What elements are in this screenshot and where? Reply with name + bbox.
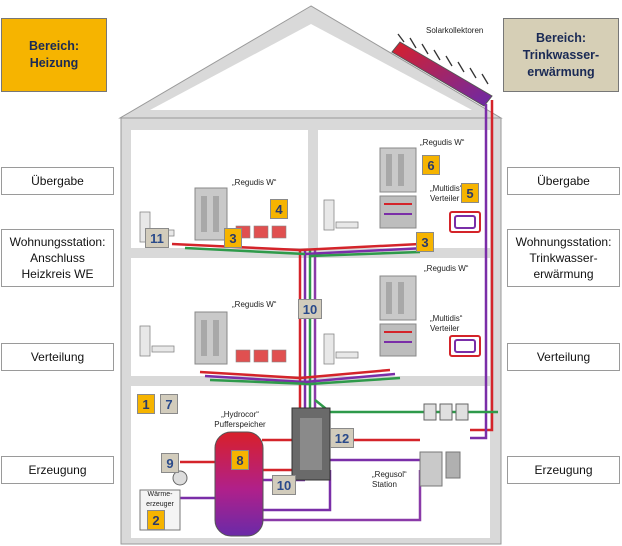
badge-5: 5 — [461, 183, 479, 203]
heat-generator-pump — [172, 470, 188, 486]
sun-rays — [397, 33, 489, 85]
badge-9: 9 — [161, 453, 179, 473]
radiators-mid — [235, 349, 287, 363]
floor-heating-coil-top — [449, 211, 481, 233]
badge-12: 12 — [330, 428, 354, 448]
multidis-manifold-mid — [379, 323, 417, 357]
hydraulic-module — [291, 407, 331, 481]
badge-6: 6 — [422, 155, 440, 175]
solar-pipe-flow — [470, 100, 494, 432]
badge-10-basement: 10 — [272, 475, 296, 495]
caption-solarkollektoren: Solarkollektoren — [426, 26, 484, 35]
caption-waermeerzeuger: Wärme- erzeuger — [146, 491, 174, 508]
regudis-station-mid-right — [379, 275, 417, 321]
caption-regudis-top-right: „Regudis W“ — [420, 138, 465, 147]
caption-hydrocor: „Hydrocor“ Pufferspeicher — [214, 410, 266, 429]
caption-multidis-mid: „Multidis“ Verteiler — [430, 314, 463, 333]
regudis-station-top-left — [194, 187, 228, 241]
caption-multidis-top: „Multidis“ Verteiler — [430, 184, 463, 203]
bereich-trinkwasser-box: Bereich: Trinkwasser- erwärmung — [503, 18, 619, 92]
water-filter — [423, 403, 469, 421]
badge-2: 2 — [147, 510, 165, 530]
badge-3-top-left: 3 — [224, 228, 242, 248]
regudis-station-top-right — [379, 147, 417, 193]
sinks — [139, 199, 359, 365]
label-verteilung-right: Verteilung — [507, 343, 620, 371]
floor-heating-coil-mid — [449, 335, 481, 357]
label-erzeugung-left: Erzeugung — [1, 456, 114, 484]
badge-4: 4 — [270, 199, 288, 219]
caption-regudis-mid-left: „Regudis W“ — [232, 300, 277, 309]
badge-8: 8 — [231, 450, 249, 470]
label-uebergabe-left: Übergabe — [1, 167, 114, 195]
label-verteilung-left: Verteilung — [1, 343, 114, 371]
regusol-station — [419, 451, 461, 487]
caption-regudis-top-left: „Regudis W“ — [232, 178, 277, 187]
roof-inner — [150, 24, 472, 110]
badge-7: 7 — [160, 394, 178, 414]
regudis-station-mid-left — [194, 311, 228, 365]
bereich-heizung-box: Bereich: Heizung — [1, 18, 107, 92]
solar-collector — [391, 41, 493, 107]
badge-10-riser: 10 — [298, 299, 322, 319]
label-wohnungsstation-trinkwasser: Wohnungsstation: Trinkwasser- erwärmung — [507, 229, 620, 287]
label-erzeugung-right: Erzeugung — [507, 456, 620, 484]
pipes-top-floor — [171, 242, 426, 258]
label-wohnungsstation-heizkreis: Wohnungsstation: Anschluss Heizkreis WE — [1, 229, 114, 287]
badge-1: 1 — [137, 394, 155, 414]
label-uebergabe-right: Übergabe — [507, 167, 620, 195]
badge-11: 11 — [145, 228, 169, 248]
solar-pipe-return — [470, 104, 488, 440]
caption-regusol: „Regusol“ Station — [372, 470, 407, 489]
radiators-top — [235, 225, 287, 239]
multidis-manifold-top — [379, 195, 417, 229]
badge-3-top-right: 3 — [416, 232, 434, 252]
hydrocor-buffer-tank — [214, 431, 264, 537]
pipes-mid-floor — [199, 368, 401, 386]
caption-regudis-mid-right: „Regudis W“ — [424, 264, 469, 273]
